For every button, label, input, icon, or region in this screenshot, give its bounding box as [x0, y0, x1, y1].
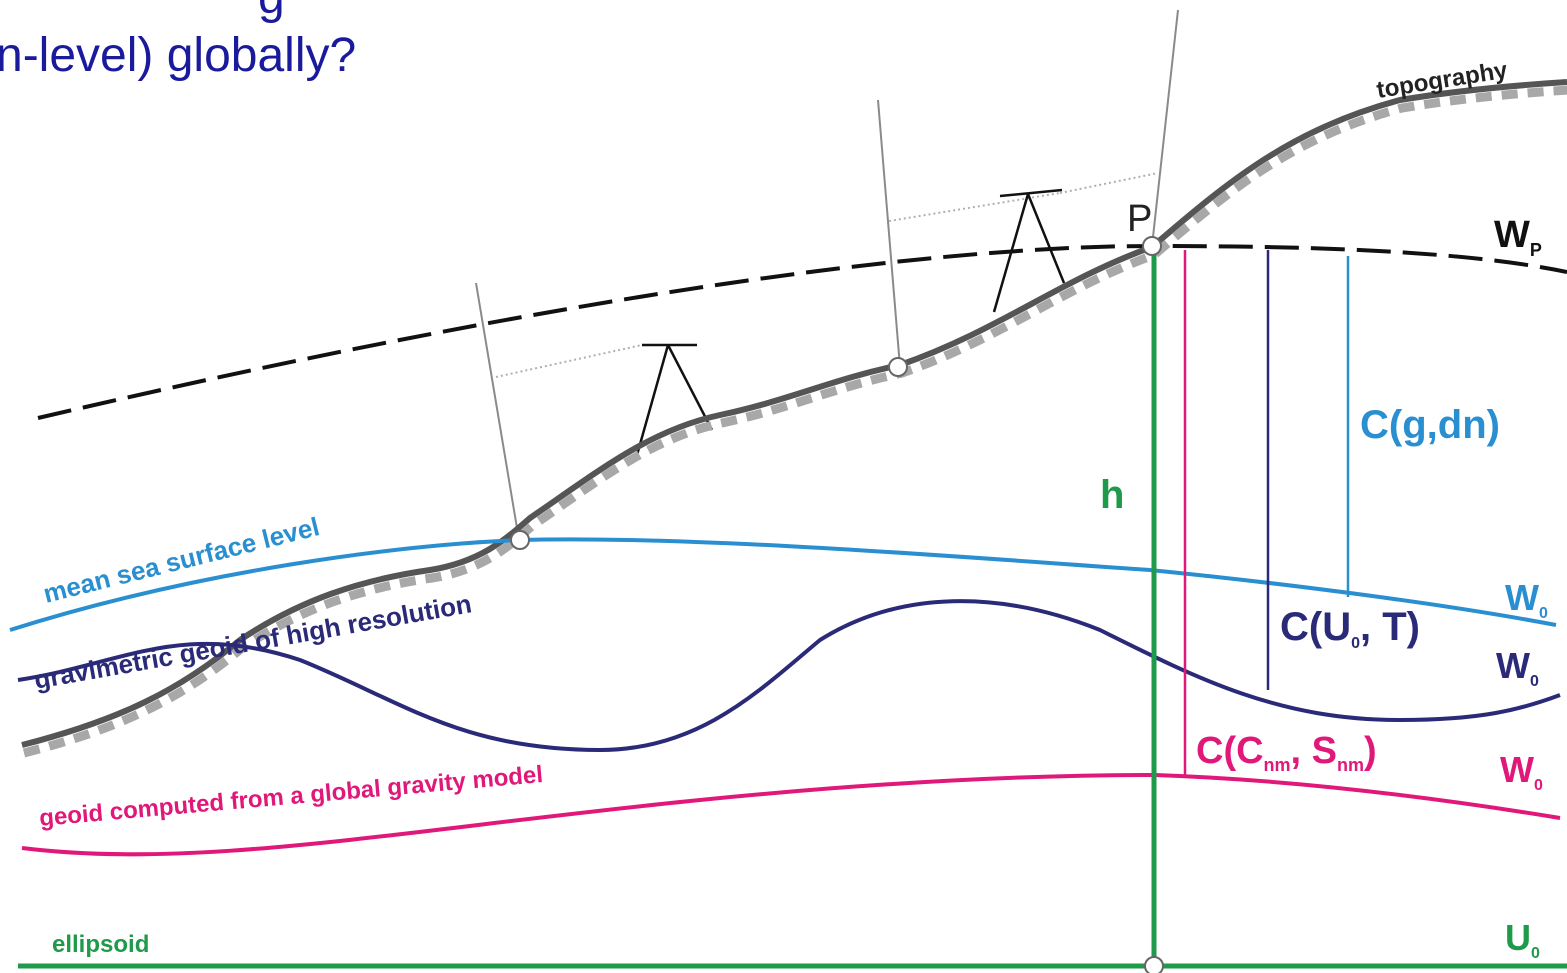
point-ellipsoid-foot: [1144, 956, 1164, 973]
leveling-instrument-2: [992, 188, 1066, 313]
h-label: h: [1100, 473, 1124, 517]
heading-line2: n-level) globally?: [0, 29, 357, 82]
point-msl-benchmark: [510, 530, 530, 550]
plumb-lines: [475, 9, 1179, 541]
topography-line: [21, 79, 1567, 758]
wp-label: WP: [1494, 214, 1542, 260]
ellipsoid-label: ellipsoid: [52, 931, 149, 958]
ggm-geoid-label: geoid computed from a global gravity mod…: [38, 761, 544, 832]
plumb-line-3: [1151, 9, 1179, 247]
plumb-line-1: [475, 282, 520, 541]
c-u0-t-label: C(U0, T): [1280, 605, 1420, 652]
level-surface-wp: [37, 243, 1567, 420]
w0-msl-label: W0: [1505, 577, 1548, 622]
heading-line1-fragment: g: [258, 0, 285, 22]
sight-lines: [495, 172, 1159, 378]
c-g-dn-label: C(g,dn): [1360, 403, 1500, 447]
mean-sea-surface-label: mean sea surface level: [40, 511, 322, 609]
w0-grav-label: W0: [1496, 645, 1539, 690]
plumb-line-2: [877, 99, 901, 368]
point-intermediate: [888, 357, 908, 377]
gravimetric-geoid-line: [17, 599, 1561, 753]
w0-ggm-label: W0: [1500, 749, 1543, 794]
point-p-label: P: [1127, 198, 1152, 240]
point-p: [1142, 236, 1162, 256]
ggm-geoid-line: [21, 772, 1561, 857]
survey-points: [510, 236, 1164, 973]
u0-label: U0: [1505, 917, 1540, 962]
c-cnm-snm-label: C(Cnm, Snm): [1196, 730, 1377, 775]
mean-sea-surface-line: [9, 537, 1557, 632]
